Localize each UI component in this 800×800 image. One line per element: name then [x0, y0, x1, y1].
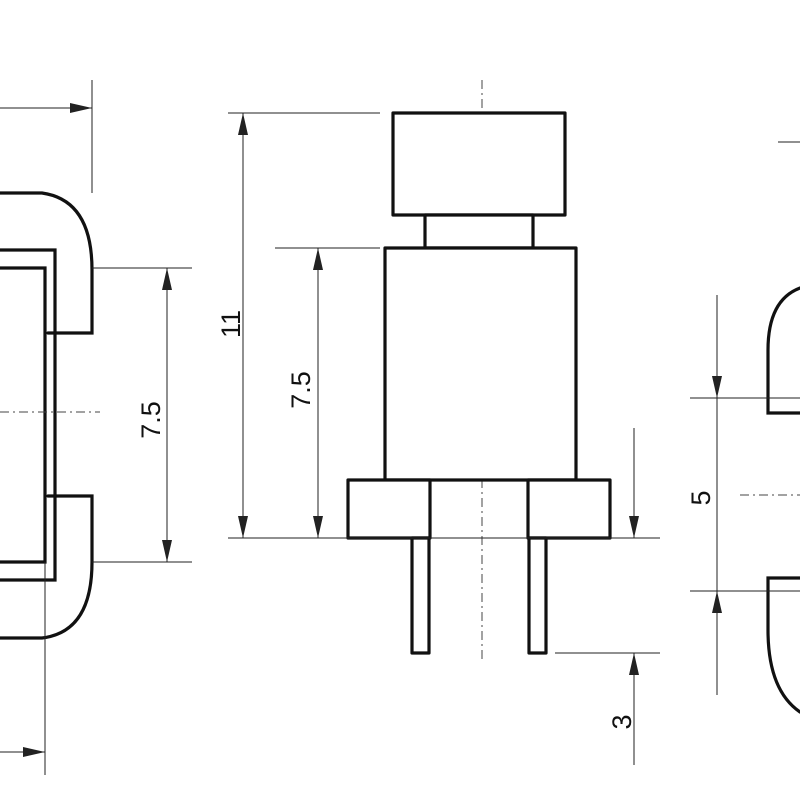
- left-dim-arrow-top: [162, 268, 172, 290]
- right-dim-5-label: 5: [686, 490, 716, 505]
- middle-dim-11-label: 11: [216, 310, 246, 338]
- middle-dim-11-arrow-top: [238, 113, 248, 135]
- middle-dim-3-label: 3: [607, 714, 637, 729]
- middle-dim-11-arrow-bottom: [238, 516, 248, 538]
- right-lower-cap-outline: [766, 576, 800, 714]
- right-dim-5-arrow-bottom: [712, 591, 722, 613]
- middle-dim-75-arrow-top: [313, 248, 323, 270]
- left-outer-body: [0, 248, 57, 582]
- middle-left-pin: [410, 536, 431, 655]
- left-inner-body: [0, 266, 47, 564]
- middle-view: 11 7.5 3: [216, 80, 660, 765]
- middle-right-pin: [527, 536, 548, 655]
- left-dim-arrow-bottom: [162, 540, 172, 562]
- middle-dim-3-arrow-bottom: [629, 653, 639, 675]
- middle-right-foot: [526, 478, 612, 540]
- right-view: 5: [686, 141, 800, 714]
- left-upper-cap-outline: [0, 191, 94, 335]
- right-upper-cap-outline: [766, 286, 800, 415]
- middle-cap: [391, 111, 567, 217]
- middle-dim-75-arrow-bottom: [313, 516, 323, 538]
- left-bottom-arrow: [23, 747, 45, 757]
- left-view: 7.5: [0, 80, 192, 775]
- right-dim-5-arrow-top: [712, 376, 722, 398]
- left-lower-cap-outline: [0, 494, 94, 640]
- middle-body: [383, 246, 578, 482]
- left-width-arrow: [70, 103, 92, 113]
- middle-left-foot: [346, 478, 432, 540]
- middle-stem: [423, 213, 535, 250]
- middle-dim-3-arrow-top: [629, 516, 639, 538]
- left-dim-label: 7.5: [136, 401, 166, 439]
- middle-dim-75-label: 7.5: [286, 371, 316, 409]
